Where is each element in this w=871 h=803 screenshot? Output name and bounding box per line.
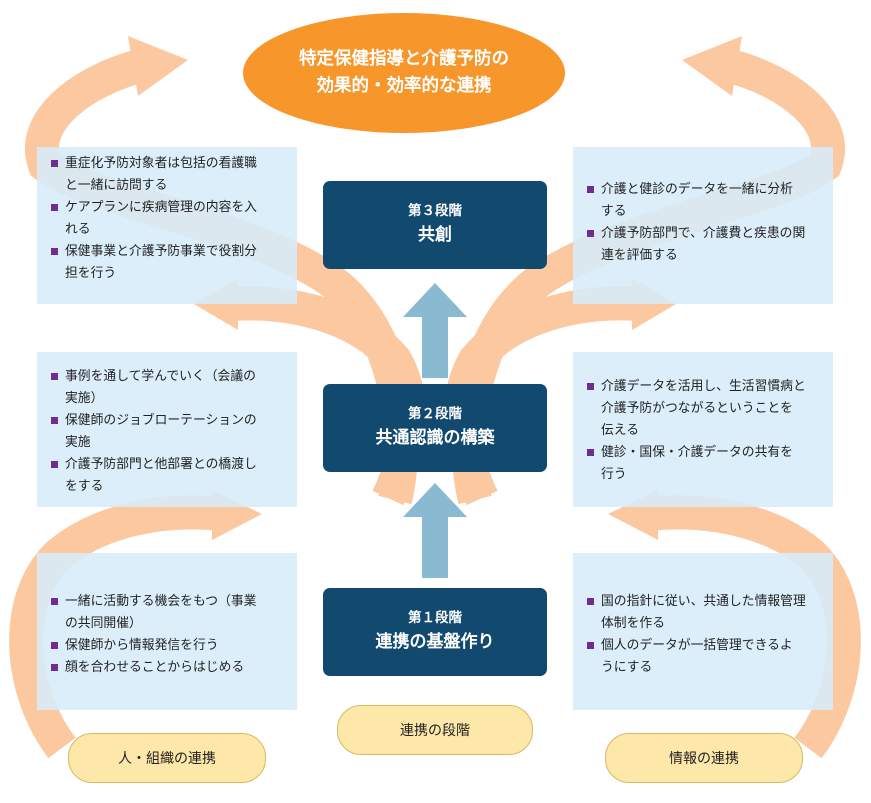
- list-item: 事例を通して学んでいく（会議の実施）: [51, 366, 287, 410]
- stage-3-box: 第３段階 共創: [323, 181, 547, 269]
- list-item: 介護と健診のデータを一緒に分析する: [587, 179, 821, 223]
- list-item: 個人のデータが一括管理できるようにする: [587, 635, 821, 679]
- goal-line-2: 効果的・効率的な連携: [316, 76, 492, 96]
- stage-1-box: 第１段階 連携の基盤作り: [323, 588, 547, 676]
- list-item: 保健師から情報発信を行う: [51, 635, 287, 657]
- arrowhead-right-3: [682, 36, 742, 96]
- list-item: 介護データを活用し、生活習慣病と介護予防がつながるということを伝える: [587, 376, 821, 442]
- up-arrow-2-to-3: [403, 283, 467, 378]
- stage-2-name: 共通認識の構築: [375, 428, 495, 448]
- list-item: 介護予防部門と他部署との橋渡しをする: [51, 454, 287, 498]
- panel-left-stage2: 事例を通して学んでいく（会議の実施） 保健師のジョブローテーションの実施 介護予…: [37, 352, 297, 507]
- stage-2-box: 第２段階 共通認識の構築: [323, 384, 547, 472]
- list-item: 重症化予防対象者は包括の看護職と一緒に訪問する: [51, 153, 287, 197]
- goal-line-1: 特定保健指導と介護予防の: [299, 49, 509, 69]
- arrowhead-left-3: [128, 36, 188, 96]
- list-item: ケアプランに疾病管理の内容を入れる: [51, 197, 287, 241]
- label-people-organization: 人・組織の連携: [68, 733, 266, 783]
- list-item: 国の指針に従い、共通した情報管理体制を作る: [587, 591, 821, 635]
- list-item: 保健事業と介護予防事業で役割分担を行う: [51, 241, 287, 285]
- panel-left-stage3: 重症化予防対象者は包括の看護職と一緒に訪問する ケアプランに疾病管理の内容を入れ…: [37, 147, 297, 304]
- panel-right-stage3: 介護と健診のデータを一緒に分析する 介護予防部門で、介護費と疾患の関連を評価する: [573, 147, 833, 304]
- panel-right-stage1: 国の指針に従い、共通した情報管理体制を作る 個人のデータが一括管理できるようにす…: [573, 553, 833, 710]
- label-information: 情報の連携: [605, 733, 803, 783]
- label-collaboration-stages: 連携の段階: [337, 705, 533, 755]
- list-item: 顔を合わせることからはじめる: [51, 657, 287, 679]
- list-item: 健診・国保・介護データの共有を行う: [587, 442, 821, 486]
- stage-1-name: 連携の基盤作り: [375, 632, 495, 652]
- list-item: 保健師のジョブローテーションの実施: [51, 410, 287, 454]
- panel-right-stage2: 介護データを活用し、生活習慣病と介護予防がつながるということを伝える 健診・国保…: [573, 352, 833, 507]
- stage-2-number: 第２段階: [408, 406, 462, 422]
- panel-left-stage1: 一緒に活動する機会をもつ（事業の共同開催） 保健師から情報発信を行う 顔を合わせ…: [37, 553, 297, 710]
- stage-3-name: 共創: [418, 225, 452, 245]
- up-arrow-1-to-2: [403, 483, 467, 578]
- goal-ellipse: 特定保健指導と介護予防の 効果的・効率的な連携: [243, 13, 565, 133]
- list-item: 介護予防部門で、介護費と疾患の関連を評価する: [587, 223, 821, 267]
- stage-1-number: 第１段階: [408, 610, 462, 626]
- list-item: 一緒に活動する機会をもつ（事業の共同開催）: [51, 591, 287, 635]
- stage-3-number: 第３段階: [408, 203, 462, 219]
